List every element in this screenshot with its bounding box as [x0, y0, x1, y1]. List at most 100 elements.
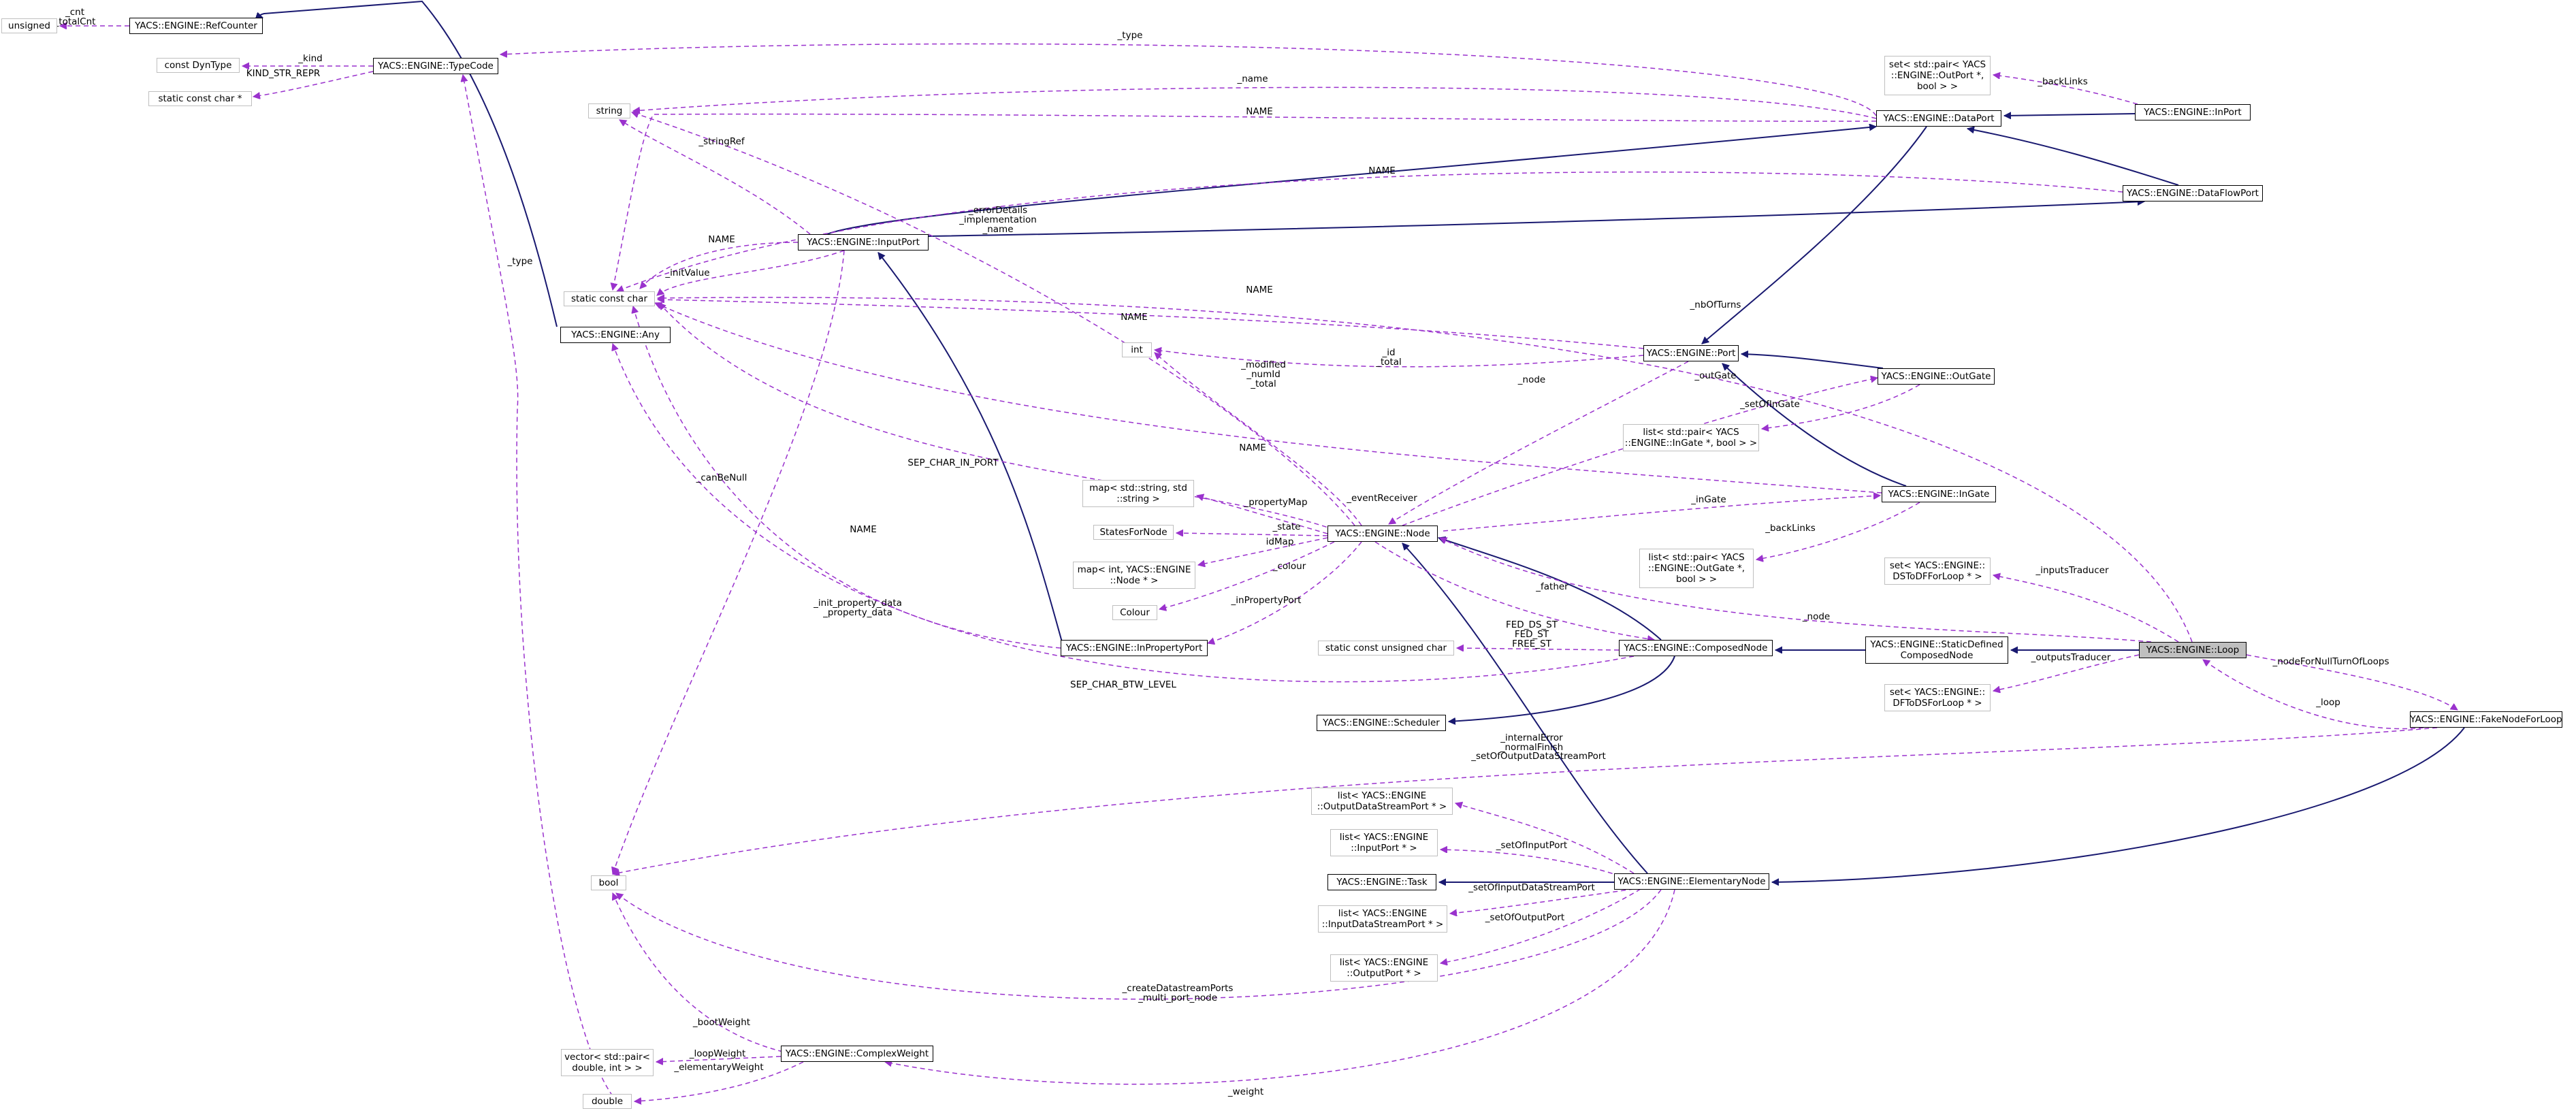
node-staticuchar: static const unsigned char [1318, 641, 1454, 656]
node-label: bool > > [1916, 81, 1959, 92]
node-typecode[interactable]: YACS::ENGINE::TypeCode [373, 58, 498, 74]
node-bool: bool [591, 875, 626, 890]
inheritance-edge [928, 201, 2144, 237]
usage-edge [658, 300, 1644, 349]
node-list-inds: list< YACS::ENGINE::InputDataStreamPort … [1318, 905, 1447, 933]
node-label: list< std::pair< YACS [1643, 427, 1739, 438]
edge-label-loopweight: _loopWeight [689, 1048, 746, 1059]
node-label: list< YACS::ENGINE [1339, 832, 1429, 843]
node-node[interactable]: YACS::ENGINE::Node [1327, 526, 1438, 542]
node-label: map< int, YACS::ENGINE [1077, 564, 1191, 575]
node-map-inode: map< int, YACS::ENGINE::Node * > [1073, 562, 1195, 589]
usage-edge [617, 171, 2123, 291]
node-complexweight[interactable]: YACS::ENGINE::ComplexWeight [781, 1046, 933, 1062]
edge-label-name-port: NAME [1121, 312, 1148, 323]
node-dataflowport[interactable]: YACS::ENGINE::DataFlowPort [2123, 185, 2263, 201]
usage-edge [616, 889, 1662, 1000]
node-inputport[interactable]: YACS::ENGINE::InputPort [798, 234, 929, 251]
node-label: YACS::ENGINE::ComposedNode [1624, 643, 1768, 653]
node-label: YACS::ENGINE::Any [571, 329, 660, 340]
usage-edge [1374, 541, 1654, 640]
edge-label-backlinks-ingate: _backLinks [1765, 523, 1816, 534]
edge-label-outgate: _outGate [1694, 370, 1736, 381]
usage-edge [634, 1061, 804, 1101]
node-label: list< YACS::ENGINE [1337, 790, 1427, 801]
edge-label-type-top: _type [1117, 30, 1143, 41]
edge-label-type-any: _type [507, 256, 533, 267]
node-composednode[interactable]: YACS::ENGINE::ComposedNode [1619, 640, 1773, 656]
node-label: set< std::pair< YACS [1888, 59, 1986, 70]
edge-label-backlinks-inport: _backLinks [2037, 76, 2088, 87]
node-fakenode[interactable]: YACS::ENGINE::FakeNodeForLoop [2410, 711, 2562, 728]
node-scheduler[interactable]: YACS::ENGINE::Scheduler [1317, 715, 1446, 731]
edge-label-idmap: idMap [1266, 536, 1294, 547]
usage-edge [1440, 850, 1621, 877]
node-set-ds: set< YACS::ENGINE::DSToDFForLoop * > [1884, 558, 1991, 585]
node-label: YACS::ENGINE::ComplexWeight [785, 1048, 929, 1059]
edge-label-name-inprop: NAME [850, 524, 877, 535]
edge-label-initvalue: _initValue [664, 268, 709, 278]
node-label: YACS::ENGINE::OutGate [1881, 371, 1991, 382]
edge-label-loop-back: _loop [2315, 697, 2340, 708]
inheritance-edge [1449, 656, 1675, 722]
node-dyntype: const DynType [157, 58, 240, 73]
usage-edge [640, 242, 799, 289]
node-outgate[interactable]: YACS::ENGINE::OutGate [1878, 368, 1995, 385]
edge-label-nodefornull: _nodeForNullTurnOfLoops [2272, 656, 2389, 667]
inheritance-edge [1722, 363, 1907, 487]
usage-edge [613, 893, 784, 1052]
usage-edge [1993, 75, 2138, 105]
node-label: double [591, 1096, 623, 1107]
edge-label-weight: _weight [1227, 1086, 1263, 1097]
edge-label-outputstraducer: _outputsTraducer [2031, 652, 2111, 663]
inheritance-edge [1741, 354, 1884, 369]
edge-label-inpropertyport: _inPropertyPort [1231, 595, 1302, 606]
node-refcounter[interactable]: YACS::ENGINE::RefCounter [129, 18, 263, 34]
node-dataport[interactable]: YACS::ENGINE::DataPort [1876, 110, 2001, 127]
node-inport[interactable]: YACS::ENGINE::InPort [2135, 104, 2251, 120]
node-task[interactable]: YACS::ENGINE::Task [1327, 874, 1436, 890]
node-label: YACS::ENGINE::Loop [2146, 645, 2240, 656]
node-set-df: set< YACS::ENGINE::DFToDSForLoop * > [1884, 684, 1991, 711]
edge-label-setofoutport: _setOfOutputPort [1485, 912, 1564, 923]
node-label: ::OutputDataStreamPort * > [1317, 801, 1447, 812]
node-any[interactable]: YACS::ENGINE::Any [560, 327, 671, 343]
inheritance-edge [260, 0, 558, 327]
node-inpropertyport[interactable]: YACS::ENGINE::InPropertyPort [1061, 640, 1208, 656]
node-label: ::InputDataStreamPort * > [1321, 919, 1444, 930]
edge-label-errordetails: _errorDetails_implementation_name [959, 205, 1037, 235]
edge-label-inputstraducer: _inputsTraducer [2035, 565, 2109, 576]
node-label: double, int > > [572, 1063, 643, 1073]
edge-label-ingate: _inGate [1690, 494, 1726, 505]
node-list-outgate: list< std::pair< YACS::ENGINE::OutGate *… [1639, 549, 1754, 588]
edge-label-name-dataport: _name [1236, 74, 1268, 84]
node-label: bool [598, 877, 619, 888]
node-label: YACS::ENGINE::Node [1335, 528, 1430, 539]
node-set-outport: set< std::pair< YACS::ENGINE::OutPort *,… [1884, 56, 1991, 95]
node-ingate[interactable]: YACS::ENGINE::InGate [1882, 486, 1996, 502]
node-unsigned: unsigned [1, 18, 57, 33]
node-elementarynode[interactable]: YACS::ENGINE::ElementaryNode [1614, 873, 1769, 890]
edge-label-sep-in-port: SEP_CHAR_IN_PORT [907, 457, 999, 468]
node-label: StatesForNode [1099, 527, 1168, 538]
edge-label-node-port: _node [1517, 374, 1545, 385]
edge-label-setofingate: _setOfInGate [1739, 399, 1800, 410]
node-loop[interactable]: YACS::ENGINE::Loop [2139, 642, 2247, 658]
node-int: int [1122, 342, 1152, 357]
usage-edge [2203, 660, 2424, 730]
edge-label-name-ingate: NAME [1239, 442, 1266, 453]
edge-label-bootweight: _bootWeight [692, 1017, 750, 1028]
node-label: vector< std::pair< [564, 1052, 650, 1063]
usage-edge [1455, 803, 1635, 874]
node-port[interactable]: YACS::ENGINE::Port [1643, 345, 1739, 361]
usage-edge [659, 303, 1335, 530]
node-label: ::ENGINE::InGate *, bool > > [1624, 438, 1758, 449]
edge-label-elementaryweight: _elementaryWeight [673, 1062, 763, 1073]
edge-label-id-total: _id_total [1375, 347, 1402, 368]
usage-edge [1389, 361, 1689, 525]
node-statesfornode: StatesForNode [1093, 525, 1174, 540]
node-label: ComposedNode [1900, 650, 1974, 661]
